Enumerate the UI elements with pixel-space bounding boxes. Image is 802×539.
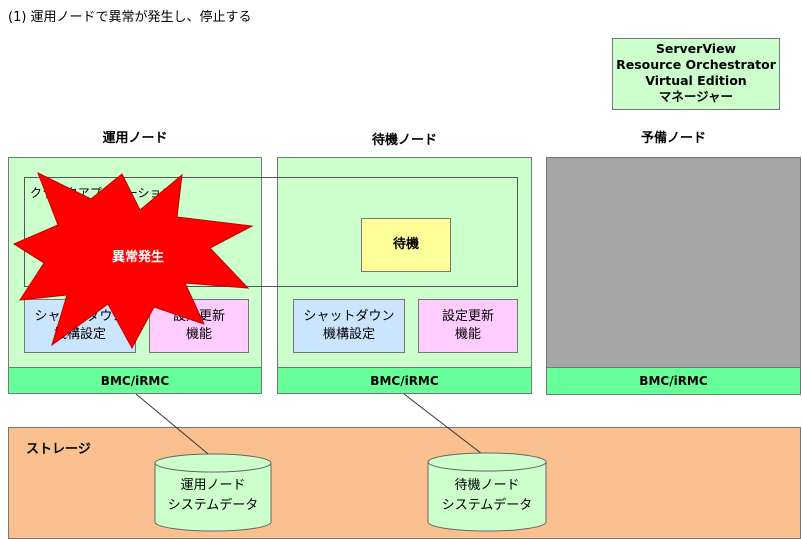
standby-config-update-box: 設定更新 機能 bbox=[418, 299, 518, 353]
standby-bmc-connector bbox=[403, 393, 487, 458]
cluster-application-box bbox=[24, 177, 518, 287]
standby-node-title: 待機ノード bbox=[371, 133, 437, 148]
storage-label: ストレージ bbox=[26, 442, 91, 457]
manager-box: ServerView Resource Orchestrator Virtual… bbox=[612, 38, 780, 110]
standby-node-bmc: BMC/iRMC bbox=[277, 367, 532, 394]
failure-label: 異常発生 bbox=[111, 250, 164, 265]
standby-update-line-1: 設定更新 bbox=[441, 309, 494, 324]
standby-shutdown-config-box: シャットダウン 機構設定 bbox=[293, 299, 405, 353]
storage-area bbox=[8, 427, 801, 539]
standby-node bbox=[277, 157, 532, 393]
active-node-bmc: BMC/iRMC bbox=[8, 367, 262, 394]
standby-db-line-2: システムデータ bbox=[441, 498, 533, 513]
active-system-data-cylinder bbox=[154, 453, 272, 532]
spare-node-title: 予備ノード bbox=[640, 131, 706, 146]
active-update-line-2: 機能 bbox=[185, 327, 212, 342]
manager-line-1: ServerView bbox=[655, 41, 737, 56]
diagram-caption: (1) 運用ノードで異常が発生し、停止する bbox=[8, 10, 252, 25]
standby-shutdown-line-1: シャットダウン bbox=[303, 309, 395, 324]
standby-shutdown-line-2: 機構設定 bbox=[322, 327, 375, 342]
spare-node-bmc: BMC/iRMC bbox=[546, 367, 801, 395]
standby-update-line-2: 機能 bbox=[454, 327, 481, 342]
standby-db-line-1: 待機ノード bbox=[454, 478, 520, 493]
manager-line-3: Virtual Edition bbox=[645, 73, 747, 88]
standby-state-box: 待機 bbox=[361, 218, 451, 272]
standby-system-data-label: 待機ノード システムデータ bbox=[428, 476, 546, 516]
standby-system-data-cylinder bbox=[427, 452, 547, 532]
manager-line-4: マネージャー bbox=[658, 89, 734, 104]
active-node-title: 運用ノード bbox=[102, 131, 168, 146]
active-system-data-label: 運用ノード システムデータ bbox=[155, 476, 271, 516]
active-db-line-2: システムデータ bbox=[167, 498, 259, 513]
active-bmc-connector bbox=[135, 393, 214, 459]
manager-line-2: Resource Orchestrator bbox=[616, 57, 776, 72]
failure-burst-icon bbox=[12, 171, 254, 350]
spare-node bbox=[546, 157, 801, 395]
active-db-line-1: 運用ノード bbox=[180, 478, 246, 493]
